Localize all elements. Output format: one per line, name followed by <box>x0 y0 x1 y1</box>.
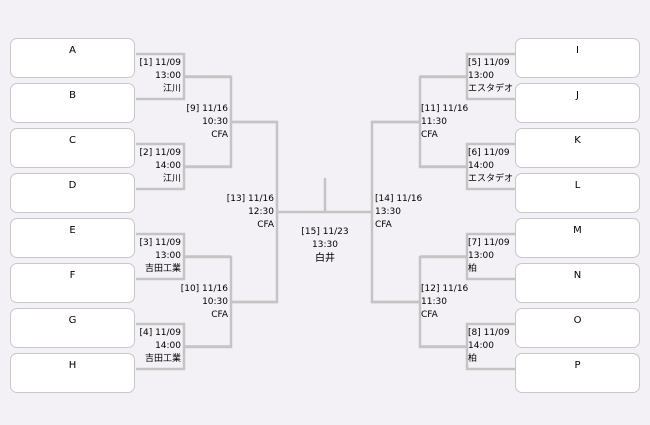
bracket-line <box>231 120 325 304</box>
bracket-line <box>325 120 420 304</box>
team-box[interactable]: D <box>10 173 135 213</box>
match-label: [11] 11/16 <box>421 104 469 114</box>
match-label: [7] 11/09 <box>468 238 510 248</box>
match-info-6: [6] 11/09 14:00 エスタデオ <box>468 147 513 186</box>
match-venue: 吉田工業 <box>144 354 181 364</box>
match-time: 14:00 <box>155 161 181 171</box>
match-label: [2] 11/09 <box>139 148 181 158</box>
match-venue: CFA <box>375 220 392 230</box>
match-label: [12] 11/16 <box>421 284 469 294</box>
team-box[interactable]: C <box>10 128 135 168</box>
match-info-4: [4] 11/09 14:00 吉田工業 <box>139 327 181 366</box>
match-venue: 吉田工業 <box>144 264 181 274</box>
match-label: [3] 11/09 <box>139 238 181 248</box>
team-box[interactable]: E <box>10 218 135 258</box>
match-venue: 柏 <box>468 354 478 364</box>
match-venue: CFA <box>421 310 438 320</box>
match-time: 13:00 <box>155 251 181 261</box>
team-box[interactable]: K <box>515 128 640 168</box>
match-time: 14:00 <box>468 161 494 171</box>
match-label: [10] 11/16 <box>180 284 228 294</box>
match-label: [5] 11/09 <box>468 58 510 68</box>
team-box[interactable]: O <box>515 308 640 348</box>
match-label: [9] 11/16 <box>186 104 228 114</box>
match-venue: 江川 <box>162 84 181 94</box>
match-time: 13:00 <box>468 71 494 81</box>
team-box[interactable]: N <box>515 263 640 303</box>
match-venue: CFA <box>257 220 274 230</box>
match-info-8: [8] 11/09 14:00 柏 <box>468 327 510 366</box>
match-venue: CFA <box>211 310 228 320</box>
match-info-5: [5] 11/09 13:00 エスタデオ <box>468 57 513 96</box>
match-time: 12:30 <box>248 207 274 217</box>
match-venue: CFA <box>211 130 228 140</box>
match-label: [4] 11/09 <box>139 328 181 338</box>
match-venue: 柏 <box>468 264 478 274</box>
team-box[interactable]: F <box>10 263 135 303</box>
match-venue: 江川 <box>162 174 181 184</box>
match-time: 10:30 <box>202 297 228 307</box>
team-box[interactable]: M <box>515 218 640 258</box>
match-label: [14] 11/16 <box>375 194 423 204</box>
match-time: 11:30 <box>421 297 447 307</box>
match-time: 13:30 <box>375 207 401 217</box>
match-venue: 白井 <box>315 253 335 264</box>
match-label: [13] 11/16 <box>226 194 274 204</box>
team-box[interactable]: P <box>515 353 640 393</box>
match-label: [15] 11/23 <box>301 227 349 237</box>
match-venue: CFA <box>421 130 438 140</box>
match-info-3: [3] 11/09 13:00 吉田工業 <box>139 237 181 276</box>
match-info-15-final: [15] 11/23 13:30 白井 <box>285 226 365 265</box>
team-box[interactable]: H <box>10 353 135 393</box>
team-box[interactable]: L <box>515 173 640 213</box>
match-time: 13:00 <box>468 251 494 261</box>
match-venue: エスタデオ <box>468 84 514 94</box>
team-box[interactable]: J <box>515 83 640 123</box>
match-label: [8] 11/09 <box>468 328 510 338</box>
match-label: [6] 11/09 <box>468 148 510 158</box>
match-time: 10:30 <box>202 117 228 127</box>
match-time: 14:00 <box>155 341 181 351</box>
match-venue: エスタデオ <box>468 174 514 184</box>
match-time: 14:00 <box>468 341 494 351</box>
match-time: 13:00 <box>155 71 181 81</box>
match-time: 11:30 <box>421 117 447 127</box>
team-box[interactable]: B <box>10 83 135 123</box>
team-box[interactable]: I <box>515 38 640 78</box>
match-time: 13:30 <box>312 240 338 250</box>
match-info-7: [7] 11/09 13:00 柏 <box>468 237 510 276</box>
match-label: [1] 11/09 <box>139 58 181 68</box>
match-info-2: [2] 11/09 14:00 江川 <box>139 147 181 186</box>
team-box[interactable]: A <box>10 38 135 78</box>
team-box[interactable]: G <box>10 308 135 348</box>
match-info-1: [1] 11/09 13:00 江川 <box>139 57 181 96</box>
